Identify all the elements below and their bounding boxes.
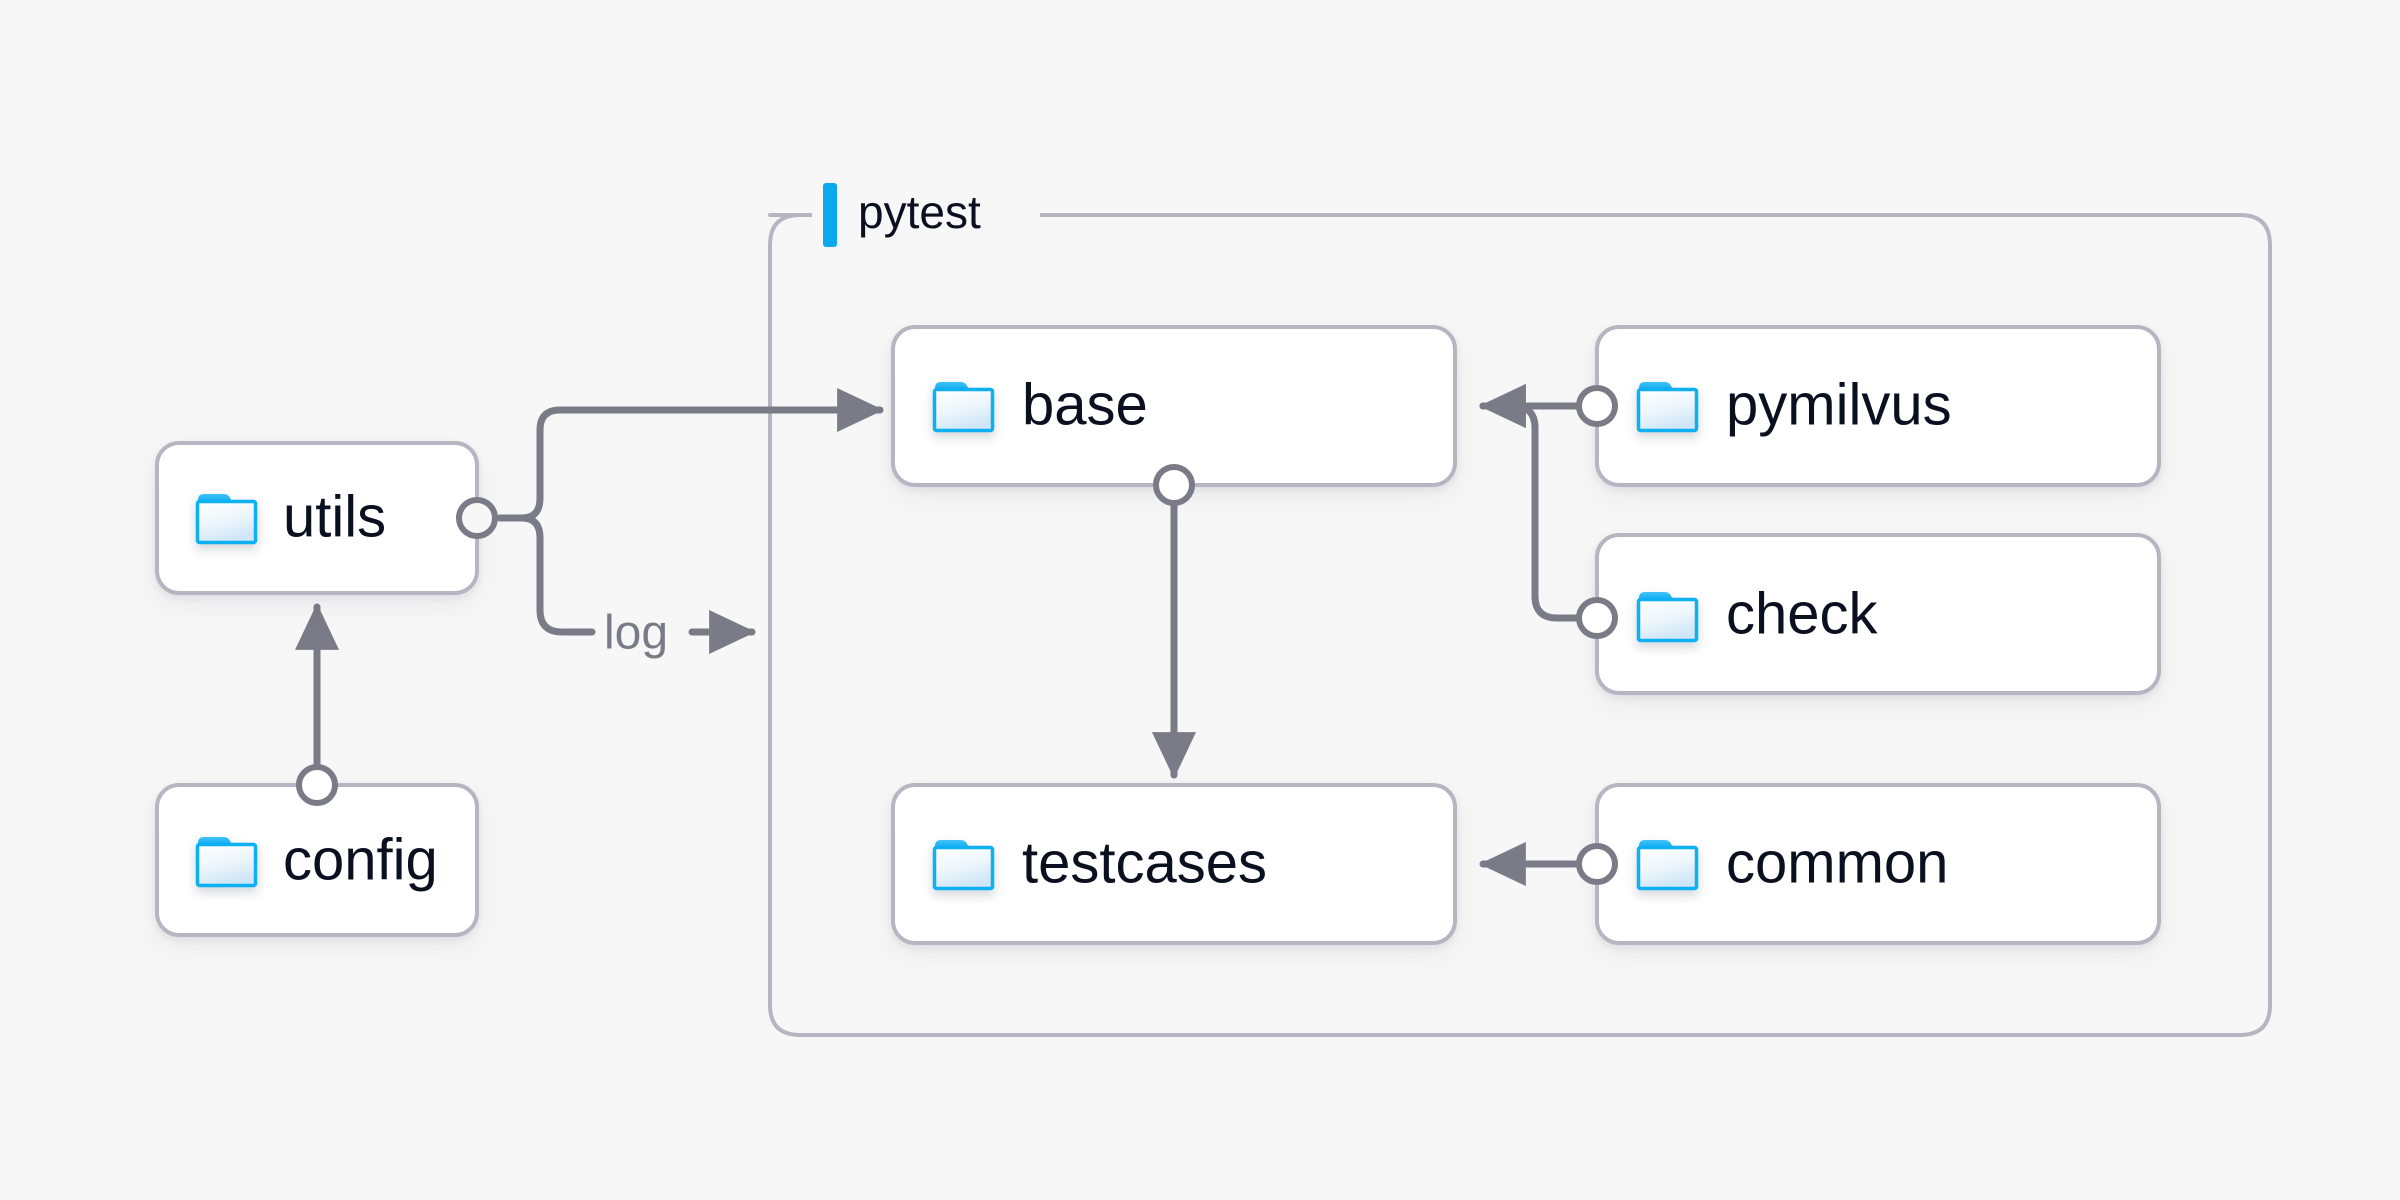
node-label: pymilvus: [1726, 372, 1952, 437]
node-label: check: [1726, 581, 1879, 646]
edge-layer: [294, 383, 1586, 887]
folder-icon: [932, 382, 995, 433]
folder-icon: [1636, 382, 1699, 433]
group-label-backdrop: [812, 200, 1040, 232]
node-base[interactable]: base: [891, 325, 1457, 506]
port-left[interactable]: [1576, 385, 1618, 427]
node-check[interactable]: check: [1576, 533, 2161, 695]
edge-path: [1479, 383, 1586, 622]
node-testcases[interactable]: testcases: [891, 783, 1457, 945]
edge-label-log: log: [604, 607, 668, 660]
node-label: config: [283, 827, 438, 892]
folder-icon: [195, 494, 258, 545]
folder-icon: [1636, 840, 1699, 891]
edge-path: [518, 514, 596, 636]
node-label: utils: [283, 484, 386, 549]
node-box: [891, 783, 1457, 945]
edge-utils-to-log[interactable]: [518, 514, 756, 655]
edge-path: [518, 387, 884, 522]
folder-icon: [932, 840, 995, 891]
port-right[interactable]: [456, 497, 498, 539]
edge-utils-to-base[interactable]: [496, 387, 884, 522]
port-top[interactable]: [296, 764, 338, 806]
folder-icon: [1636, 592, 1699, 643]
port-left[interactable]: [1576, 597, 1618, 639]
node-label: common: [1726, 830, 1948, 895]
node-utils[interactable]: utils: [155, 441, 498, 595]
group-accent-bar: [823, 183, 837, 247]
port-bottom[interactable]: [1153, 464, 1195, 506]
node-label: base: [1022, 372, 1148, 437]
node-config[interactable]: config: [155, 764, 479, 937]
port-left[interactable]: [1576, 843, 1618, 885]
node-common[interactable]: common: [1576, 783, 2161, 945]
edge-check-to-base[interactable]: [1479, 383, 1586, 622]
group-container-pytest[interactable]: pytest: [768, 183, 2272, 1037]
node-pymilvus[interactable]: pymilvus: [1576, 325, 2161, 487]
group-title: pytest: [858, 186, 981, 238]
node-label: testcases: [1022, 830, 1267, 895]
folder-icon: [195, 837, 258, 888]
